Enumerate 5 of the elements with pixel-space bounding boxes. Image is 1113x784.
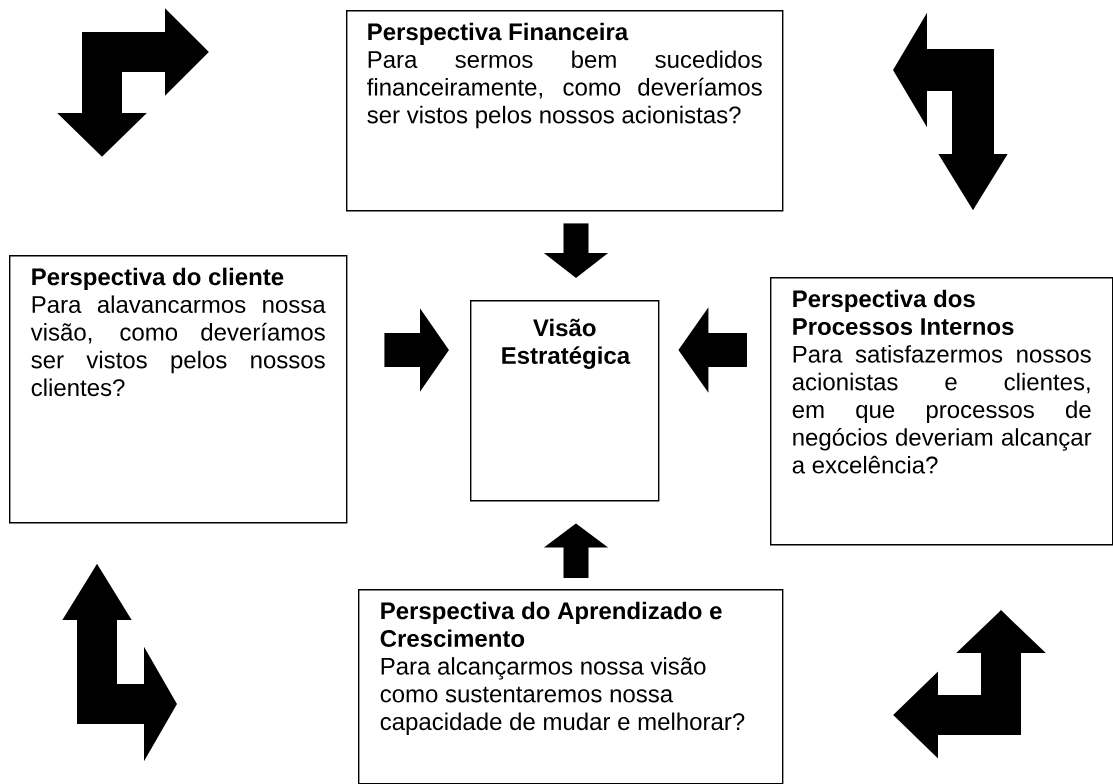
vision-box: Visão Estratégica (470, 300, 660, 502)
perspective-box: Perspectiva dos Processos Internos Para satisfazermos nossos acionistas e clientes, em que processos de negócios deveriam alcançar a excelência? (770, 277, 1113, 546)
perspective-box: Perspectiva do Aprendizado e Crescimento Para alcançarmos nossa visão como sustentaremos nossa capacidade de mudar e melhorar? (358, 589, 784, 784)
perspective-box: Perspectiva Financeira Para sermos bem sucedidos financeiramente, como deveríamos ser vistos pelos nossos acionistas? (346, 10, 784, 212)
perspective-box: Perspectiva do cliente Para alavancarmos nossa visão, como deveríamos ser vistos pelos nossos clientes? (9, 255, 348, 524)
